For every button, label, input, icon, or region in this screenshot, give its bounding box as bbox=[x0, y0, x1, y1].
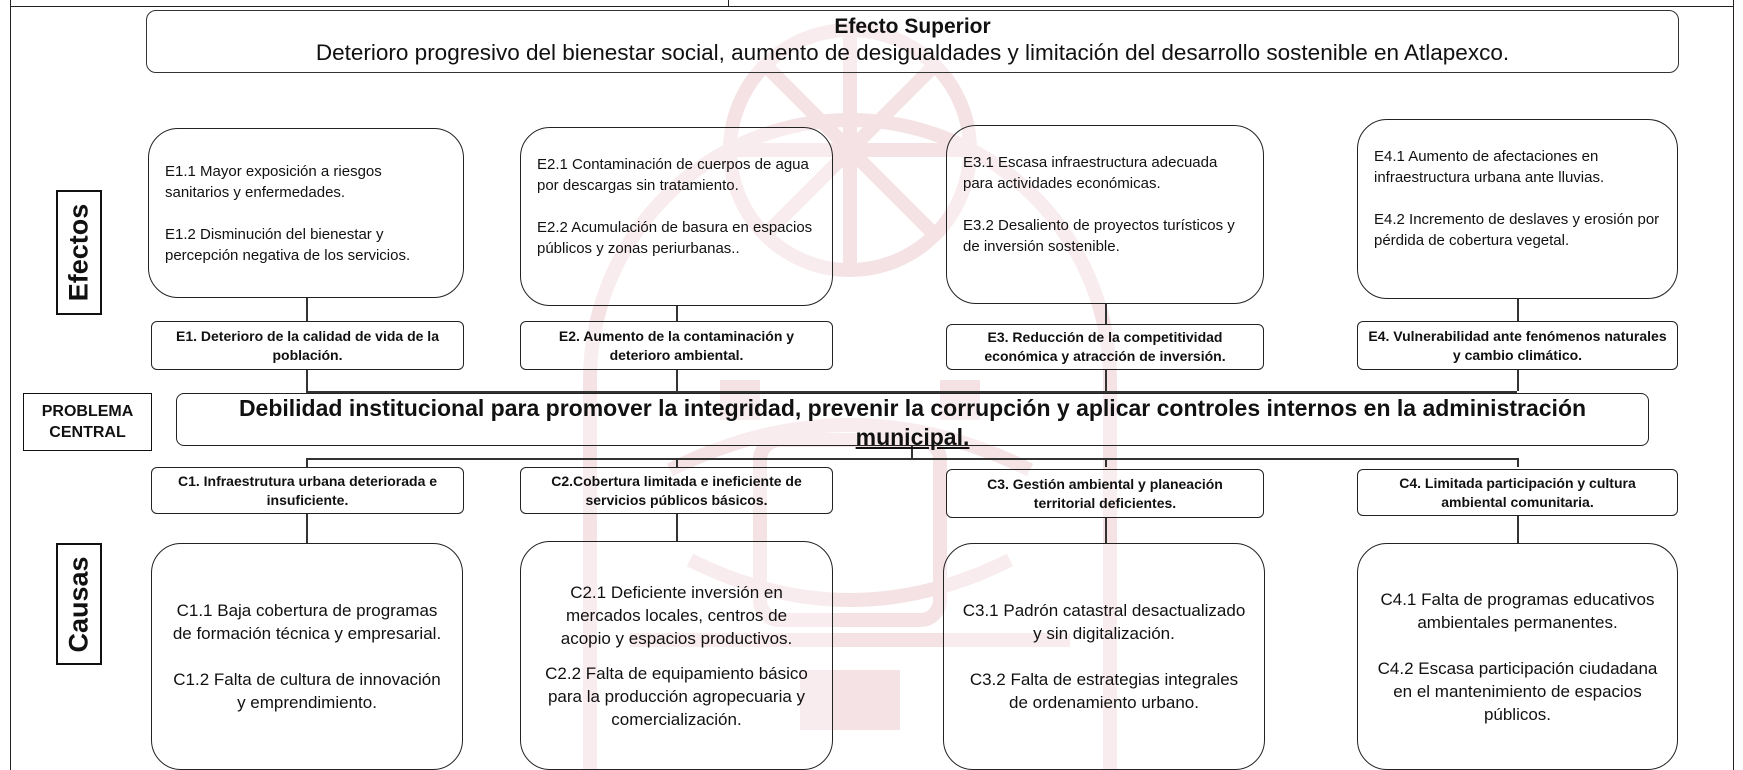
effects-side-label-text: Efectos bbox=[63, 203, 94, 302]
cause-3-detail-box: C3.1 Padrón catastral desactualizado y s… bbox=[943, 543, 1265, 770]
cause-label-text: C2.Cobertura limitada e ineficiente de s… bbox=[551, 472, 802, 508]
causes-side-label-text: Causas bbox=[63, 555, 94, 653]
central-problem-label: PROBLEMA CENTRAL bbox=[23, 393, 152, 451]
c1-top-connector bbox=[306, 458, 308, 467]
e3-label-connector bbox=[1105, 370, 1107, 391]
effect-label-text: E1. Deterioro de la calidad de vida de l… bbox=[176, 327, 439, 363]
frame-divider bbox=[728, 0, 729, 6]
causes-side-label: Causas bbox=[56, 543, 102, 665]
effect-item: E3.1 Escasa infraestructura adecuada par… bbox=[963, 154, 1218, 192]
effects-side-label: Efectos bbox=[56, 190, 102, 315]
effect-label-text: E3. Reducción de la competitividad econó… bbox=[984, 329, 1226, 364]
c4-connector bbox=[1517, 516, 1519, 543]
cause-3-label: C3. Gestión ambiental y planeación terri… bbox=[946, 469, 1264, 518]
effect-item: E4.2 Incremento de deslaves y erosión po… bbox=[1374, 211, 1660, 249]
effect-item: E3.2 Desaliento de proyectos turísticos … bbox=[963, 217, 1235, 255]
e4-label-connector bbox=[1517, 370, 1519, 391]
c3-connector bbox=[1105, 518, 1107, 543]
cause-item: C2.2 Falta de equipamiento básico para l… bbox=[545, 663, 808, 729]
effect-1-detail-box: E1.1 Mayor exposición a riesgos sanitari… bbox=[148, 128, 464, 298]
cause-2-detail-box: C2.1 Deficiente inversión en mercados lo… bbox=[520, 541, 833, 770]
top-effect-text: Deterioro progresivo del bienestar socia… bbox=[315, 40, 1510, 65]
central-label-line1: PROBLEMA bbox=[41, 403, 134, 420]
effect-2-detail-box: E2.1 Contaminación de cuerpos de agua po… bbox=[520, 127, 833, 306]
e1-label-connector bbox=[306, 370, 308, 391]
effect-item: E2.2 Acumulación de basura en espacios p… bbox=[537, 219, 813, 257]
cause-label-text: C1. Infraestrutura urbana deteriorada e … bbox=[177, 472, 438, 508]
cause-item: C3.2 Falta de estrategias integrales de … bbox=[969, 670, 1239, 712]
central-problem-line2: municipal. bbox=[855, 424, 970, 450]
effects-connector-bar bbox=[306, 391, 1517, 393]
c1-connector bbox=[306, 514, 308, 543]
cause-item: C4.1 Falta de programas educativos ambie… bbox=[1380, 589, 1655, 632]
effect-1-label: E1. Deterioro de la calidad de vida de l… bbox=[151, 321, 464, 370]
central-problem-line1: Debilidad institucional para promover la… bbox=[238, 395, 1587, 421]
effect-2-label: E2. Aumento de la contaminación y deteri… bbox=[520, 321, 833, 370]
effect-item: E2.1 Contaminación de cuerpos de agua po… bbox=[537, 156, 809, 194]
central-label-line2: CENTRAL bbox=[49, 424, 126, 441]
cause-item: C1.1 Baja cobertura de programas de form… bbox=[172, 601, 442, 643]
watermark-seal bbox=[583, 23, 1117, 770]
central-problem-box: Debilidad institucional para promover la… bbox=[176, 393, 1649, 450]
causes-connector-bar bbox=[306, 458, 1517, 460]
cause-1-label: C1. Infraestrutura urbana deteriorada e … bbox=[151, 467, 464, 514]
e4-connector bbox=[1517, 299, 1519, 321]
cause-2-label: C2.Cobertura limitada e ineficiente de s… bbox=[520, 467, 833, 514]
effect-label-text: E2. Aumento de la contaminación y deteri… bbox=[558, 327, 795, 363]
central-down-connector bbox=[911, 446, 913, 458]
effect-3-label: E3. Reducción de la competitividad econó… bbox=[946, 324, 1264, 370]
effect-3-detail-box: E3.1 Escasa infraestructura adecuada par… bbox=[946, 125, 1264, 304]
cause-item: C4.2 Escasa participación ciudadana en e… bbox=[1377, 658, 1658, 724]
c4-top-connector bbox=[1517, 458, 1519, 467]
e1-connector bbox=[306, 298, 308, 321]
c3-top-connector bbox=[1105, 458, 1107, 467]
effect-4-detail-box: E4.1 Aumento de afectaciones en infraest… bbox=[1357, 119, 1678, 299]
effect-item: E1.2 Disminución del bienestar y percepc… bbox=[165, 226, 411, 264]
cause-label-text: C4. Limitada participación y cultura amb… bbox=[1399, 474, 1636, 510]
cause-label-text: C3. Gestión ambiental y planeación terri… bbox=[987, 475, 1223, 511]
e2-label-connector bbox=[676, 370, 678, 391]
effect-item: E1.1 Mayor exposición a riesgos sanitari… bbox=[165, 163, 382, 201]
e2-connector bbox=[676, 306, 678, 321]
effect-label-text: E4. Vulnerabilidad ante fenómenos natura… bbox=[1368, 327, 1667, 363]
cause-4-label: C4. Limitada participación y cultura amb… bbox=[1357, 469, 1678, 516]
cause-item: C1.2 Falta de cultura de innovación y em… bbox=[173, 670, 441, 712]
frame-left-border bbox=[10, 0, 11, 770]
cause-item: C2.1 Deficiente inversión en mercados lo… bbox=[560, 582, 793, 648]
top-effect-heading: Efecto Superior bbox=[834, 15, 991, 38]
c2-top-connector bbox=[676, 458, 678, 467]
effect-item: E4.1 Aumento de afectaciones en infraest… bbox=[1374, 148, 1605, 186]
top-effect-box: Efecto Superior Deterioro progresivo del… bbox=[146, 10, 1679, 73]
frame-top-border bbox=[10, 6, 1733, 7]
cause-1-detail-box: C1.1 Baja cobertura de programas de form… bbox=[151, 543, 463, 770]
frame-right-border bbox=[1733, 0, 1734, 770]
cause-4-detail-box: C4.1 Falta de programas educativos ambie… bbox=[1357, 543, 1678, 770]
c2-connector bbox=[676, 514, 678, 541]
effect-4-label: E4. Vulnerabilidad ante fenómenos natura… bbox=[1357, 321, 1678, 370]
e3-connector bbox=[1105, 304, 1107, 324]
cause-item: C3.1 Padrón catastral desactualizado y s… bbox=[962, 601, 1246, 643]
